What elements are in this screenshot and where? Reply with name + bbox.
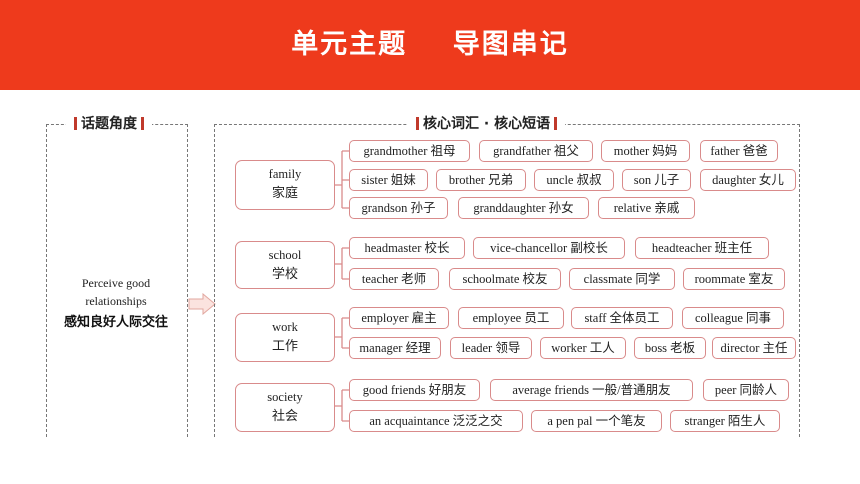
vocab-tag: sister 姐妹 — [349, 169, 428, 191]
vocab-tag: colleague 同事 — [682, 307, 784, 329]
vocab-tag: peer 同龄人 — [703, 379, 789, 401]
vocab-tag: employee 员工 — [458, 307, 564, 329]
category-society-zh: 社会 — [271, 409, 298, 424]
category-work-zh: 工作 — [271, 339, 298, 354]
core-vocabulary-title: 核心词汇 · 核心短语 — [408, 112, 566, 136]
category-family: family 家庭 — [235, 160, 335, 210]
category-family-en: family — [268, 167, 302, 181]
category-school-en: school — [268, 248, 302, 262]
vocab-tag: headteacher 班主任 — [635, 237, 769, 259]
category-family-zh: 家庭 — [271, 186, 298, 201]
vocab-tag: grandfather 祖父 — [479, 140, 593, 162]
vocab-tag: schoolmate 校友 — [449, 268, 561, 290]
vocab-tag: son 儿子 — [622, 169, 691, 191]
vocab-tag: grandmother 祖母 — [349, 140, 470, 162]
topic-angle-title: 话题角度 — [66, 112, 152, 136]
category-school: school 学校 — [235, 241, 335, 289]
vocab-tag: mother 妈妈 — [601, 140, 690, 162]
vocab-tag: brother 兄弟 — [436, 169, 526, 191]
arrow-right-icon — [188, 293, 216, 315]
header-banner: 单元主题 导图串记 — [0, 0, 860, 90]
topic-en-line1: Perceive good — [81, 276, 151, 290]
vocab-tag: staff 全体员工 — [571, 307, 673, 329]
vocab-tag: director 主任 — [712, 337, 796, 359]
vocab-tag: manager 经理 — [349, 337, 441, 359]
category-work-en: work — [272, 320, 298, 334]
topic-zh: 感知良好人际交往 — [63, 315, 168, 330]
category-society: society 社会 — [235, 383, 335, 432]
page-title: 单元主题 导图串记 — [291, 29, 569, 60]
vocab-tag: teacher 老师 — [349, 268, 439, 290]
vocab-tag: an acquaintance 泛泛之交 — [349, 410, 523, 432]
vocab-tag: leader 领导 — [450, 337, 532, 359]
vocab-tag: grandson 孙子 — [349, 197, 448, 219]
title-bar-left — [416, 116, 419, 130]
title-bar-right — [141, 116, 144, 130]
category-school-zh: 学校 — [271, 267, 298, 282]
vocab-tag: uncle 叔叔 — [534, 169, 614, 191]
vocab-tag: stranger 陌生人 — [670, 410, 780, 432]
vocab-tag: worker 工人 — [540, 337, 626, 359]
vocab-tag: granddaughter 孙女 — [458, 197, 589, 219]
vocab-tag: roommate 室友 — [683, 268, 785, 290]
title-bar-left — [74, 116, 77, 130]
vocab-tag: relative 亲戚 — [598, 197, 695, 219]
vocab-tag: employer 雇主 — [349, 307, 449, 329]
vocab-tag: vice-chancellor 副校长 — [473, 237, 625, 259]
topic-angle-title-text: 话题角度 — [81, 116, 137, 132]
core-vocabulary-title-text: 核心词汇 · 核心短语 — [423, 116, 551, 132]
topic-en-line2: relationships — [85, 294, 147, 308]
vocab-tag: classmate 同学 — [569, 268, 675, 290]
category-work: work 工作 — [235, 313, 335, 362]
category-society-en: society — [267, 390, 303, 404]
vocab-tag: a pen pal 一个笔友 — [531, 410, 662, 432]
vocab-tag: headmaster 校长 — [349, 237, 465, 259]
vocab-tag: daughter 女儿 — [700, 169, 796, 191]
vocab-tag: father 爸爸 — [700, 140, 778, 162]
title-bar-right — [554, 116, 558, 130]
vocab-tag: good friends 好朋友 — [349, 379, 480, 401]
vocab-tag: average friends 一般/普通朋友 — [490, 379, 693, 401]
vocab-tag: boss 老板 — [634, 337, 706, 359]
